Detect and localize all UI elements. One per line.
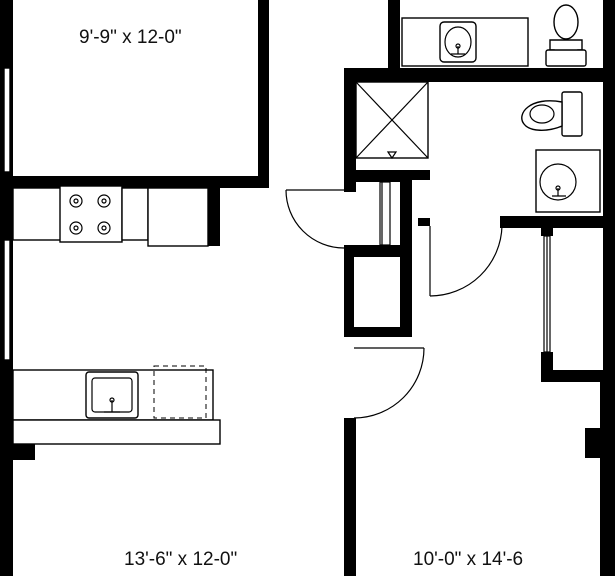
doors bbox=[3, 67, 503, 419]
range bbox=[59, 185, 123, 243]
toilet-top bbox=[545, 4, 587, 67]
kitchen-sink bbox=[85, 371, 139, 419]
kitchen-counter-top bbox=[12, 185, 209, 247]
toilet-right bbox=[521, 91, 583, 137]
refrigerator bbox=[147, 187, 209, 247]
bathroom-top bbox=[401, 4, 587, 67]
room-label-bedroom-2: 10'-0" x 14'-6 bbox=[413, 549, 524, 570]
dishwasher bbox=[153, 365, 207, 419]
room-label-bedroom: 9'-9" x 12-0" bbox=[79, 27, 182, 48]
closet-center bbox=[379, 181, 391, 246]
shower bbox=[355, 81, 429, 160]
room-label-living: 13'-6" x 12-0" bbox=[124, 549, 238, 570]
closet-right bbox=[543, 235, 551, 353]
kitchen-island bbox=[12, 365, 221, 445]
bathroom-sink-right bbox=[535, 149, 601, 213]
bathroom-right bbox=[521, 91, 601, 213]
